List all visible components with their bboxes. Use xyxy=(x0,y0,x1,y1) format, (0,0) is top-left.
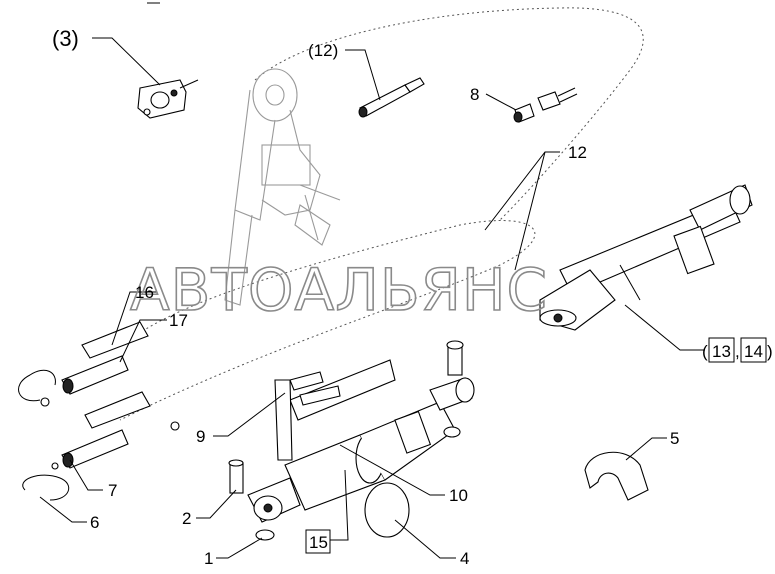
callout-1: 1 xyxy=(204,549,213,568)
rings xyxy=(255,426,461,541)
callout-10: 10 xyxy=(449,486,468,505)
callout-13-box xyxy=(708,337,735,363)
callout-16: 16 xyxy=(135,283,154,302)
callout-15: 15 xyxy=(309,533,328,552)
pins xyxy=(228,340,464,494)
callout-13: 13 xyxy=(712,342,731,361)
callout-13-close: ) xyxy=(767,342,773,361)
callout-7: 7 xyxy=(108,481,117,500)
callout-13-open: ( xyxy=(702,342,708,361)
callout-4: 4 xyxy=(460,549,469,568)
hose-arc-left xyxy=(119,220,536,421)
callout-13-comma: , xyxy=(735,342,740,361)
quick-couplers xyxy=(61,321,180,469)
callout-9: 9 xyxy=(196,427,205,446)
callout-12: 12 xyxy=(568,143,587,162)
callout-14-box xyxy=(740,337,767,363)
callout-6: 6 xyxy=(90,513,99,532)
callout-2: 2 xyxy=(182,509,191,528)
callout-5: 5 xyxy=(670,429,679,448)
ghost-lift-assembly xyxy=(224,68,341,306)
callout-3: (3) xyxy=(52,26,79,51)
dust-caps-part-6 xyxy=(18,369,70,501)
watermark-text: АВТОАЛЬЯНС xyxy=(130,256,548,324)
clamp-part-5 xyxy=(584,451,649,501)
hose-arc-top xyxy=(254,7,644,221)
bracket-part-3 xyxy=(137,79,199,119)
pipe-fitting-part-12 xyxy=(358,77,425,118)
callout-8: 8 xyxy=(470,85,479,104)
top-link-cylinder xyxy=(539,184,753,331)
lift-cylinder-part-15 xyxy=(247,359,475,523)
callout-17: 17 xyxy=(169,311,188,330)
leader-lines xyxy=(39,37,705,559)
fittings-part-8 xyxy=(513,87,578,123)
callout-15-box xyxy=(305,529,331,554)
callout-14: 14 xyxy=(744,342,763,361)
callout-12-paren: (12) xyxy=(308,41,338,60)
